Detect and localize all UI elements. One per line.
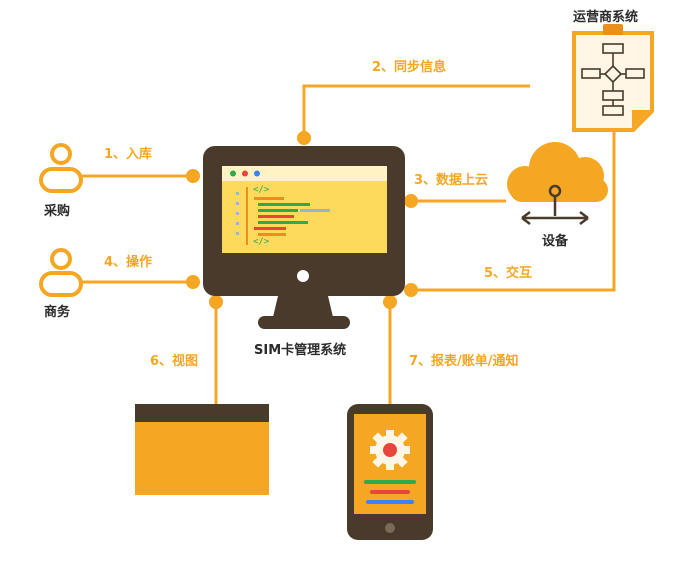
connector-dots [186, 131, 418, 309]
person-icon-business [39, 248, 83, 297]
cloud-icon [507, 142, 608, 225]
edge-line-5 [411, 128, 616, 292]
connector-dot [186, 275, 200, 289]
connector-dot [404, 283, 418, 297]
edge-label-5: 5、交互 [484, 266, 533, 281]
gear-icon [370, 430, 410, 470]
business-label: 商务 [44, 305, 71, 320]
connector-dot [404, 194, 418, 208]
edge-label-7: 7、报表/账单/通知 [409, 354, 519, 369]
connector-dot [297, 131, 311, 145]
edge-label-3: 3、数据上云 [414, 173, 489, 188]
procurement-label: 采购 [44, 204, 71, 219]
sim-system-label: SIM卡管理系统 [254, 343, 347, 358]
person-icon-procurement [39, 143, 83, 193]
connector-dot [186, 169, 200, 183]
device-label: 设备 [542, 234, 569, 249]
flowchart-document-icon [572, 24, 654, 132]
code-tag-open: </> [253, 185, 270, 195]
edge-label-6: 6、视图 [150, 354, 199, 369]
view-window-icon [135, 404, 269, 495]
connector-lines [82, 84, 616, 406]
connector-dot [383, 295, 397, 309]
operator-system-label: 运营商系统 [573, 10, 639, 25]
connector-dot [209, 295, 223, 309]
edge-label-1: 1、入库 [104, 147, 153, 162]
edge-label-2: 2、同步信息 [372, 60, 447, 75]
edge-label-4: 4、操作 [104, 255, 153, 270]
monitor-icon [203, 146, 405, 329]
edge-line-2 [302, 84, 530, 138]
code-tag-close: </> [253, 237, 270, 247]
phone-icon [347, 404, 433, 540]
